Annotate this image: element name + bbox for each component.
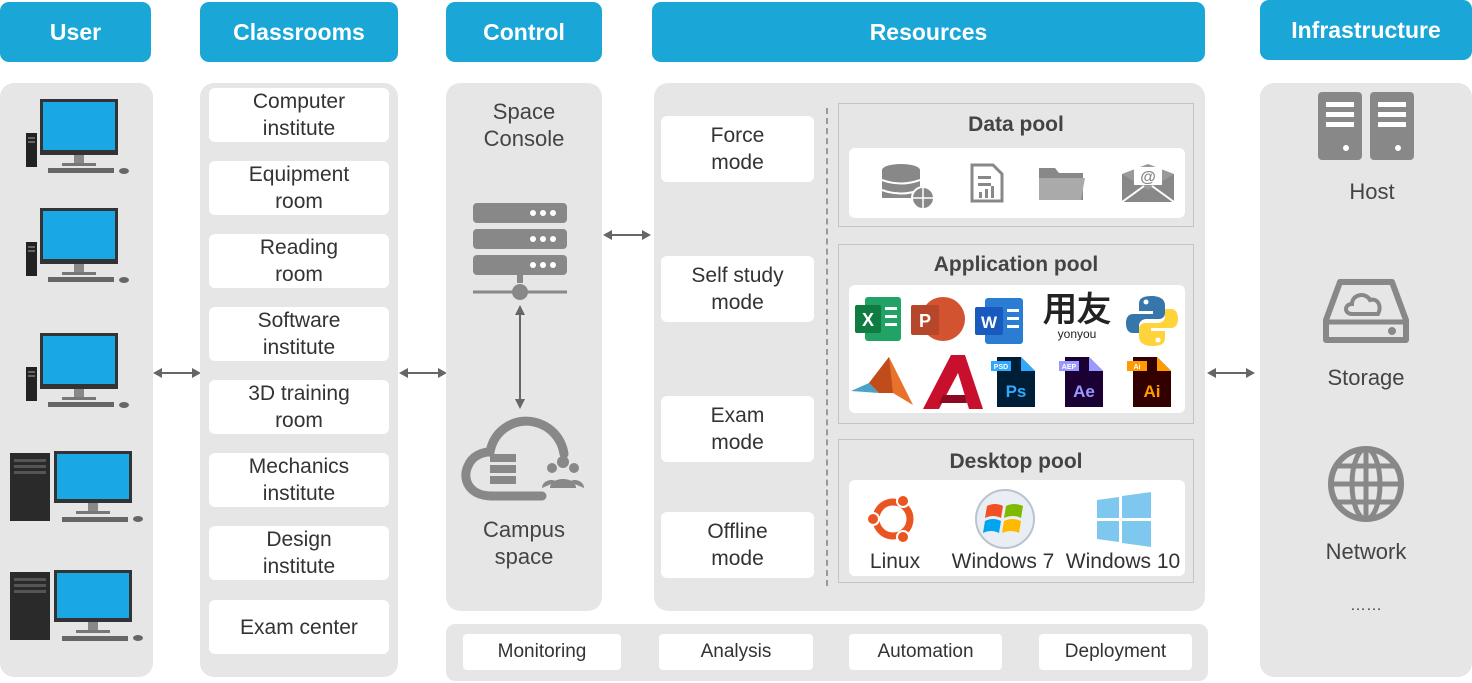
tower-computer-icon bbox=[10, 570, 143, 641]
user-panel bbox=[0, 83, 153, 677]
header-infrastructure: Infrastructure bbox=[1260, 0, 1472, 60]
application-pool-icons: X P W 用友 yonyou PSD Ps bbox=[849, 285, 1185, 413]
server-console-icon bbox=[473, 203, 567, 300]
storage-icon bbox=[1323, 279, 1409, 343]
campus-space-label: Campus space bbox=[483, 517, 565, 569]
windows-10-logo-icon bbox=[1097, 492, 1151, 547]
classroom-item: Software institute bbox=[209, 307, 389, 361]
word-icon: W bbox=[975, 298, 1023, 344]
document-chart-icon bbox=[970, 163, 1004, 203]
mode-item: Self study mode bbox=[661, 256, 814, 322]
matlab-icon bbox=[851, 357, 913, 405]
application-pool: Application pool X P W 用友 yonyou bbox=[838, 244, 1194, 424]
desktop-computer-icon bbox=[26, 333, 129, 408]
desktop-label-windows-7: Windows 7 bbox=[951, 550, 1055, 573]
mode-item: Offline mode bbox=[661, 512, 814, 578]
network-label: Network bbox=[1325, 539, 1407, 564]
python-icon bbox=[1126, 296, 1178, 346]
data-pool-icons: @ bbox=[849, 148, 1185, 218]
application-pool-title: Application pool bbox=[933, 253, 1099, 276]
classroom-item: Equipment room bbox=[209, 161, 389, 215]
yonyou-logo-sub: yonyou bbox=[1057, 327, 1097, 341]
illustrator-label: Ai bbox=[1144, 382, 1161, 401]
mode-item: Exam mode bbox=[661, 396, 814, 462]
dashed-divider bbox=[826, 108, 828, 586]
database-icon bbox=[881, 164, 935, 210]
powerpoint-icon: P bbox=[911, 297, 965, 341]
header-user: User bbox=[0, 2, 151, 62]
storage-label: Storage bbox=[1327, 365, 1405, 390]
host-server-icon bbox=[1318, 92, 1414, 160]
more-ellipsis: …… bbox=[1350, 597, 1382, 614]
photoshop-label: Ps bbox=[1006, 382, 1027, 401]
svg-text:W: W bbox=[981, 313, 998, 332]
bidirectional-arrow-icon bbox=[603, 230, 651, 240]
bidirectional-arrow-icon bbox=[153, 368, 201, 378]
illustrator-icon: Ai Ai bbox=[1127, 357, 1171, 407]
yonyou-logo: 用友 yonyou bbox=[1039, 293, 1115, 341]
header-classrooms: Classrooms bbox=[200, 2, 398, 62]
classroom-item: Mechanics institute bbox=[209, 453, 389, 507]
desktop-label-windows-10: Windows 10 bbox=[1065, 550, 1181, 573]
after-effects-icon: AEP Ae bbox=[1059, 357, 1103, 407]
network-globe-icon bbox=[1328, 446, 1404, 522]
host-label: Host bbox=[1349, 179, 1395, 204]
tool-automation: Automation bbox=[849, 634, 1002, 670]
folder-icon bbox=[1039, 168, 1085, 200]
data-pool: Data pool @ bbox=[838, 103, 1194, 227]
yonyou-logo-main: 用友 bbox=[1043, 291, 1111, 329]
campus-cloud-icon bbox=[461, 416, 584, 501]
bidirectional-arrow-icon bbox=[1207, 368, 1255, 378]
classroom-item: 3D training room bbox=[209, 380, 389, 434]
classroom-item: Computer institute bbox=[209, 88, 389, 142]
photoshop-icon: PSD Ps bbox=[991, 357, 1035, 407]
svg-text:@: @ bbox=[1140, 169, 1156, 186]
desktop-pool-icons: Linux Windows 7 Windows 10 bbox=[849, 480, 1185, 576]
svg-text:P: P bbox=[919, 311, 931, 331]
desktop-computer-icon bbox=[26, 99, 129, 174]
classroom-item: Exam center bbox=[209, 600, 389, 654]
header-control: Control bbox=[446, 2, 602, 62]
desktop-computer-icon bbox=[26, 208, 129, 283]
infrastructure-panel bbox=[1260, 83, 1472, 677]
bidirectional-arrow-icon bbox=[399, 368, 447, 378]
classroom-item: Design institute bbox=[209, 526, 389, 580]
vertical-bidirectional-arrow-icon bbox=[515, 305, 525, 409]
ubuntu-logo-icon bbox=[866, 494, 914, 544]
tool-analysis: Analysis bbox=[659, 634, 813, 670]
windows-7-logo-icon bbox=[975, 489, 1035, 549]
after-effects-label: Ae bbox=[1073, 382, 1095, 401]
illustrator-tag: Ai bbox=[1134, 364, 1141, 371]
photoshop-tag: PSD bbox=[994, 364, 1008, 371]
classroom-item: Reading room bbox=[209, 234, 389, 288]
excel-icon: X bbox=[855, 297, 901, 341]
mode-item: Force mode bbox=[661, 116, 814, 182]
control-panel bbox=[446, 83, 602, 611]
tower-computer-icon bbox=[10, 451, 143, 522]
autocad-icon bbox=[923, 355, 983, 409]
desktop-pool: Desktop pool Linux Windows 7 Windows 10 bbox=[838, 439, 1194, 583]
after-effects-tag: AEP bbox=[1062, 364, 1077, 371]
desktop-pool-title: Desktop pool bbox=[949, 450, 1083, 473]
tool-deployment: Deployment bbox=[1039, 634, 1192, 670]
space-console-label: Space Console bbox=[483, 99, 565, 151]
email-icon: @ bbox=[1121, 164, 1175, 203]
tool-monitoring: Monitoring bbox=[463, 634, 621, 670]
data-pool-title: Data pool bbox=[968, 113, 1064, 136]
header-resources: Resources bbox=[652, 2, 1205, 62]
desktop-label-linux: Linux bbox=[869, 550, 921, 573]
svg-text:X: X bbox=[862, 310, 874, 330]
